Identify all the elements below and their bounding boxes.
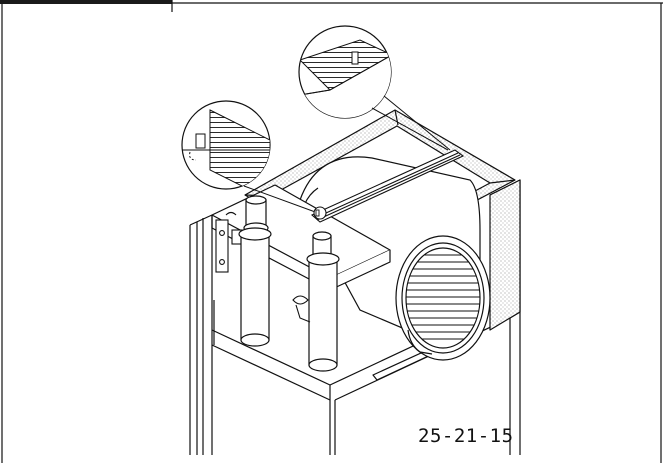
detail-callout-left — [181, 100, 327, 220]
detail-callout-right — [298, 25, 451, 151]
support-post-right — [306, 231, 340, 372]
figure-number: 25-21-15 — [418, 425, 514, 447]
fan-rail — [310, 149, 465, 223]
header-tab — [0, 0, 173, 12]
mount-bracket — [215, 211, 243, 273]
support-post-left — [238, 195, 272, 347]
drain-fitting — [292, 295, 311, 323]
